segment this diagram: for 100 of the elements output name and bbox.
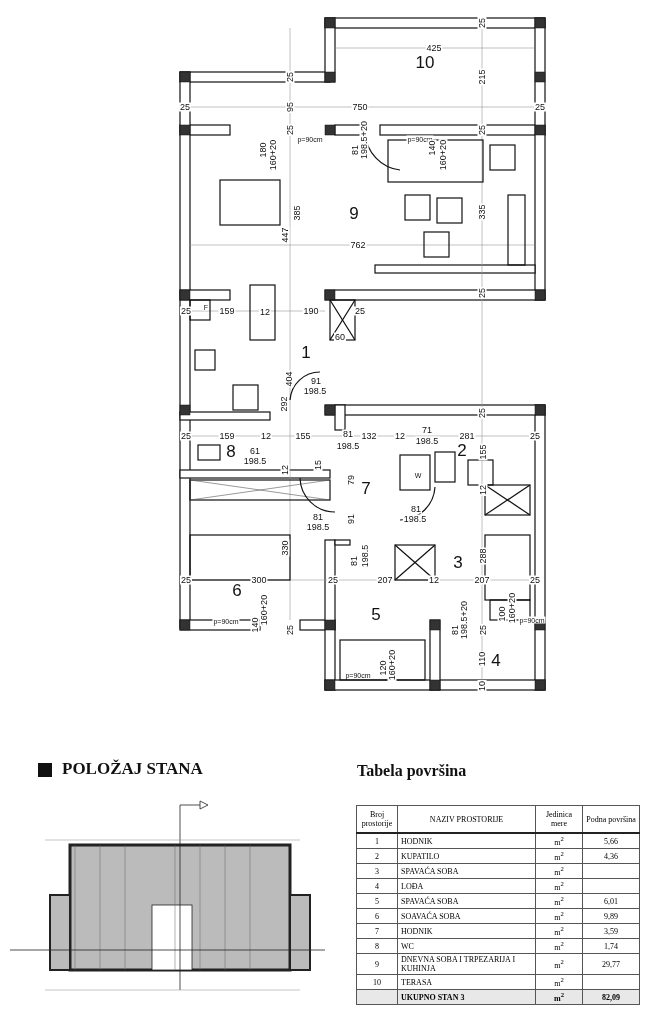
dimension-label: 110 [477, 650, 487, 668]
table-text: 10 [373, 977, 381, 987]
dimension-label: 25 [180, 575, 192, 585]
column-header: NAZIV PROSTORIJE [429, 814, 504, 824]
dimension-label: 91 [310, 376, 322, 386]
dimension-label: 25 [534, 102, 546, 112]
dimension-label: 25 [477, 287, 487, 299]
dimension-label: 25 [477, 124, 487, 136]
dimension-label: 25 [285, 624, 295, 636]
table-text: 5 [375, 896, 379, 906]
table-text: SPAVAĆA SOBA [401, 866, 459, 876]
table-text: m$^{2}$ [554, 897, 564, 907]
table-text: 8 [375, 941, 379, 951]
section-heading: Tabela površina [357, 763, 467, 779]
dimension-label: 79 [346, 474, 356, 486]
dimension-label: 81 [450, 624, 460, 636]
table-text: UKUPNO STAN 3 [401, 992, 465, 1002]
dimension-label: 198.5 [360, 543, 370, 569]
table-text: SPAVAĆA SOBA [401, 896, 459, 906]
table-text: 82,09 [602, 992, 620, 1002]
dimension-label: 288 [478, 547, 488, 565]
dimension-label: 12 [478, 484, 488, 496]
dimension-label: 198.5 [414, 436, 440, 446]
room-number: 10 [414, 53, 436, 71]
table-text: 3 [375, 866, 379, 876]
table-text: 29,77 [602, 959, 620, 969]
dimension-label: 160+20 [507, 591, 517, 625]
table-text: m$^{2}$ [554, 882, 564, 892]
dimension-label: 159 [218, 431, 236, 441]
dimension-label: 25 [180, 431, 192, 441]
room-number: 9 [348, 204, 360, 222]
dimension-label: 25 [477, 407, 487, 419]
dimension-label: 25 [285, 124, 295, 136]
dimension-label: 12 [428, 575, 440, 585]
dimension-label: 385 [292, 204, 302, 222]
dimension-label: 281 [458, 431, 476, 441]
dimension-label: 292 [279, 395, 289, 413]
table-text: WC [401, 941, 414, 951]
column-header: Jedinica mere [545, 810, 573, 828]
table-text: 1 [375, 836, 379, 846]
dimension-label: 160+20 [387, 648, 397, 682]
table-text: SOAVAĆA SOBA [401, 911, 461, 921]
table-text: 2 [375, 851, 379, 861]
dimension-label: 81 [410, 504, 422, 514]
dimension-label: 81 [350, 144, 360, 156]
table-text: DNEVNA SOBA I TRPEZARIJA I KUHINJA [401, 955, 516, 973]
dimension-label: 12 [260, 431, 272, 441]
dimension-label: 425 [425, 43, 443, 53]
dimension-label: 198.5 [242, 456, 268, 466]
table-text: LOĐA [401, 881, 424, 891]
dimension-label: 155 [294, 431, 312, 441]
dimension-label: 91 [346, 513, 356, 525]
dimension-label: 12 [394, 431, 406, 441]
dimension-label: 198.5 [335, 441, 361, 451]
dimension-label: 25 [180, 306, 192, 316]
table-text: m$^{2}$ [554, 852, 564, 862]
dimension-label: 198.5 [402, 514, 428, 524]
dimension-label: 335 [477, 203, 487, 221]
dimension-label: 140 [250, 616, 260, 634]
table-text: 3,59 [604, 926, 618, 936]
dimension-label: 198.5+20 [359, 120, 369, 160]
table-text: m$^{2}$ [554, 927, 564, 937]
room-number: 7 [360, 479, 372, 497]
table-text: m$^{2}$ [554, 993, 564, 1003]
table-text: m$^{2}$ [554, 942, 564, 952]
room-number: 5 [370, 605, 382, 623]
room-number: 8 [225, 442, 237, 460]
dimension-label: 330 [280, 539, 290, 557]
dimension-label: 160+20 [438, 138, 448, 172]
section-heading: POLOŽAJ STANA [62, 760, 203, 777]
dimension-label: 12 [259, 307, 271, 317]
dimension-label: 198.5+20 [459, 600, 469, 640]
dimension-label: 25 [354, 306, 366, 316]
dimension-label: 25 [327, 575, 339, 585]
dimension-label: 160+20 [259, 593, 269, 627]
dimension-label: 25 [478, 624, 488, 636]
table-text: HODNIK [401, 836, 433, 846]
dimension-label: 95 [285, 101, 295, 113]
dimension-label: 71 [421, 425, 433, 435]
dimension-label: 762 [349, 240, 367, 250]
dimension-label: 300 [250, 575, 268, 585]
dimension-label: 61 [249, 446, 261, 456]
table-text: 5,66 [604, 836, 618, 846]
dimension-label: 404 [284, 370, 294, 388]
table-text: 6,01 [604, 896, 618, 906]
column-header: Podna površina [586, 814, 636, 824]
dimension-label: 155 [478, 443, 488, 461]
dimension-label: 207 [473, 575, 491, 585]
dimension-label: 25 [285, 71, 295, 83]
dimension-label: 81 [349, 555, 359, 567]
table-text: m$^{2}$ [554, 912, 564, 922]
table-text: 7 [375, 926, 379, 936]
table-text: 1,74 [604, 941, 618, 951]
dimension-label: 190 [302, 306, 320, 316]
table-text: TERASA [401, 977, 433, 987]
room-number: 4 [490, 651, 502, 669]
dimension-label: 25 [529, 431, 541, 441]
dimension-label: 60 [334, 332, 346, 342]
room-number: 3 [452, 553, 464, 571]
dimension-label: 132 [360, 431, 378, 441]
